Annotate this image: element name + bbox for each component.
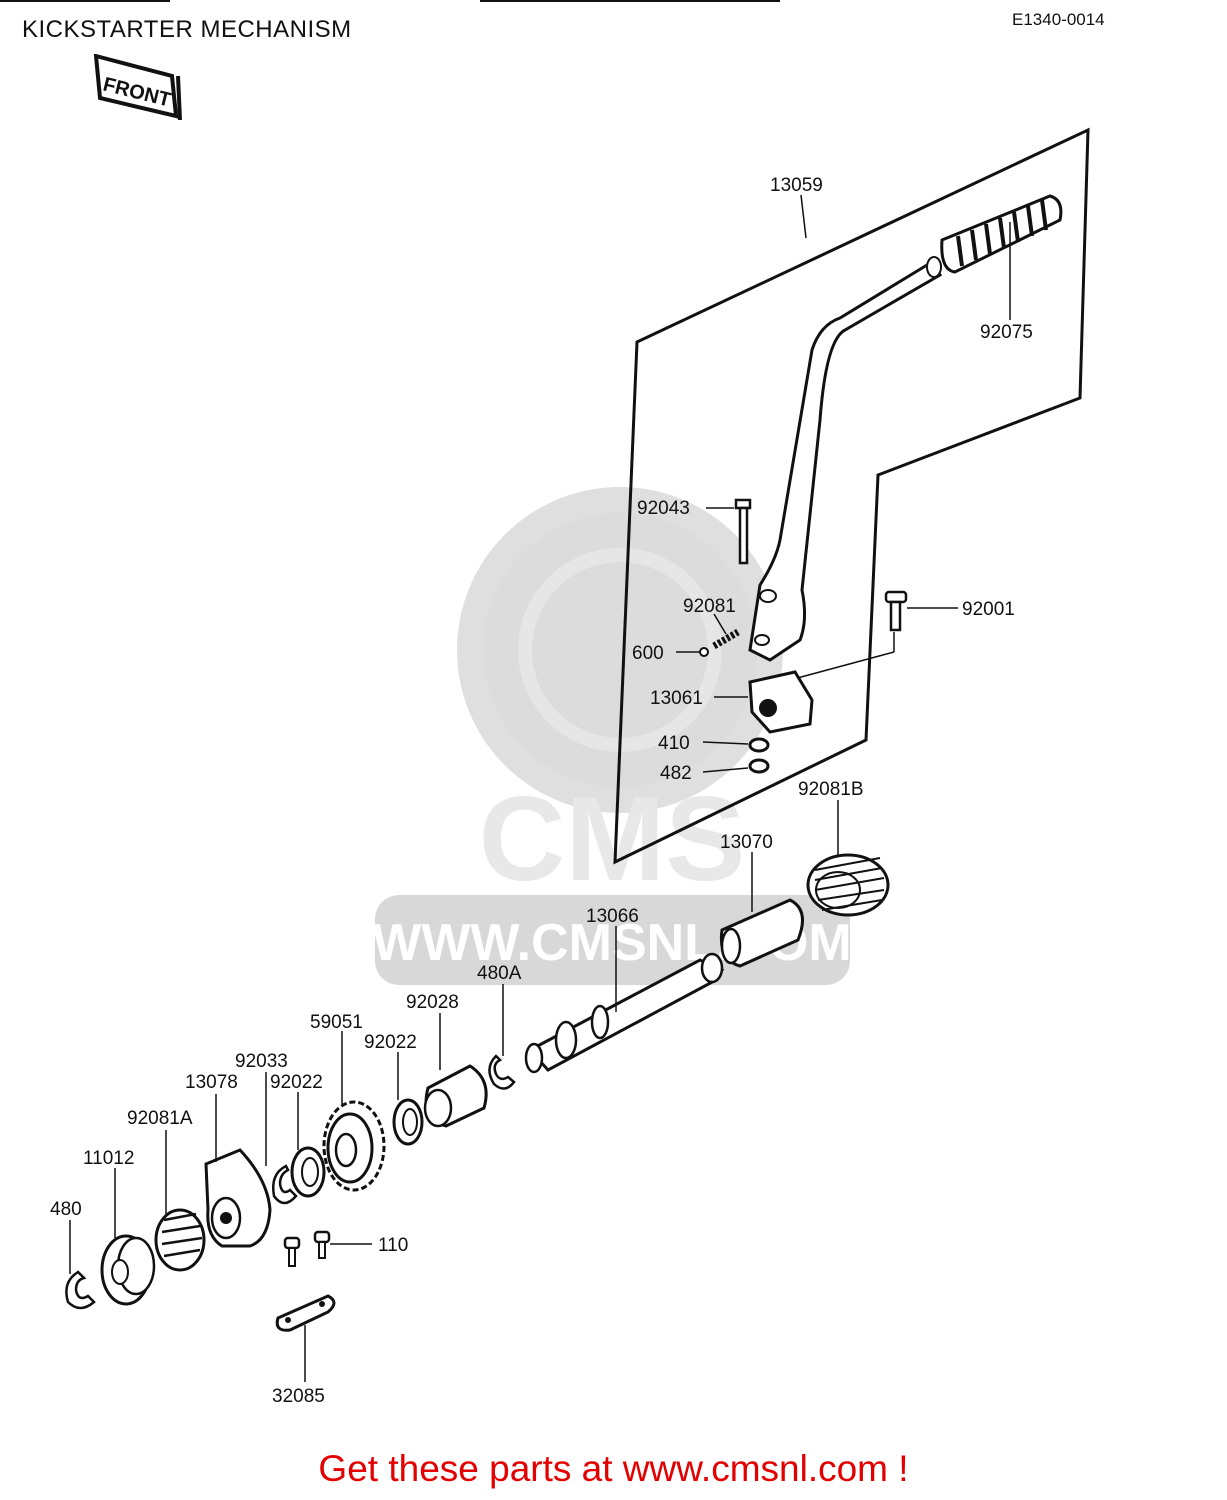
page-title: KICKSTARTER MECHANISM	[22, 16, 352, 43]
top-rule-right	[480, 0, 780, 2]
cap	[100, 1234, 156, 1306]
spring-guide	[719, 898, 804, 968]
top-rule-left	[0, 0, 170, 2]
washer-410	[748, 737, 770, 753]
label-410: 410	[658, 733, 690, 754]
label-92081: 92081	[683, 596, 736, 617]
leader-lines	[69, 194, 1011, 1382]
label-59051: 59051	[310, 1012, 363, 1033]
kick-rubber	[940, 194, 1063, 274]
lever-boss	[748, 670, 814, 734]
label-600: 600	[632, 643, 664, 664]
label-92081a: 92081A	[127, 1108, 193, 1129]
label-92022-right: 92022	[364, 1032, 417, 1053]
washer-92022-right	[392, 1098, 424, 1146]
label-92081b: 92081B	[798, 779, 864, 800]
plate	[275, 1294, 336, 1332]
pivot-pin	[734, 498, 752, 565]
watermark-logo: CMS	[479, 772, 746, 906]
front-direction-tag: FRONT	[93, 54, 182, 120]
label-92028: 92028	[406, 992, 459, 1013]
label-92043: 92043	[637, 498, 690, 519]
kick-gear	[322, 1100, 386, 1192]
clamp-bolt	[789, 590, 908, 681]
screws-110	[283, 1230, 331, 1267]
label-92001: 92001	[962, 599, 1015, 620]
ratchet-spring	[154, 1208, 206, 1272]
label-480a: 480A	[477, 963, 522, 984]
label-480: 480	[50, 1199, 82, 1220]
label-13070: 13070	[720, 832, 773, 853]
buy-parts-link[interactable]: Get these parts at www.cmsnl.com !	[318, 1448, 909, 1489]
label-11012: 11012	[83, 1148, 134, 1169]
circlip-480a	[488, 1054, 516, 1090]
return-spring	[806, 853, 890, 917]
circlip-92033	[272, 1164, 298, 1205]
label-110: 110	[378, 1235, 408, 1256]
label-13066: 13066	[586, 906, 639, 927]
part-labels: 13059 92075 92043 92081 92001 600 13061 …	[50, 175, 1033, 1407]
diagram-code: E1340-0014	[1012, 10, 1105, 29]
label-482: 482	[660, 763, 692, 784]
kick-lever-arm	[748, 256, 943, 662]
label-32085: 32085	[272, 1386, 325, 1407]
kick-shaft	[524, 952, 725, 1074]
label-13078: 13078	[185, 1072, 238, 1093]
label-92022-left: 92022	[270, 1072, 323, 1093]
label-13059: 13059	[770, 175, 823, 196]
label-92075: 92075	[980, 322, 1033, 343]
nut-482	[748, 758, 770, 774]
washer-92022-left	[290, 1146, 326, 1198]
label-92033: 92033	[235, 1051, 288, 1072]
label-13061: 13061	[650, 688, 703, 709]
detent-ball	[699, 647, 709, 657]
circlip-480	[65, 1270, 96, 1310]
ratchet	[204, 1148, 272, 1248]
kick-lever-assembly-outline	[613, 127, 1090, 865]
collar	[423, 1064, 488, 1128]
